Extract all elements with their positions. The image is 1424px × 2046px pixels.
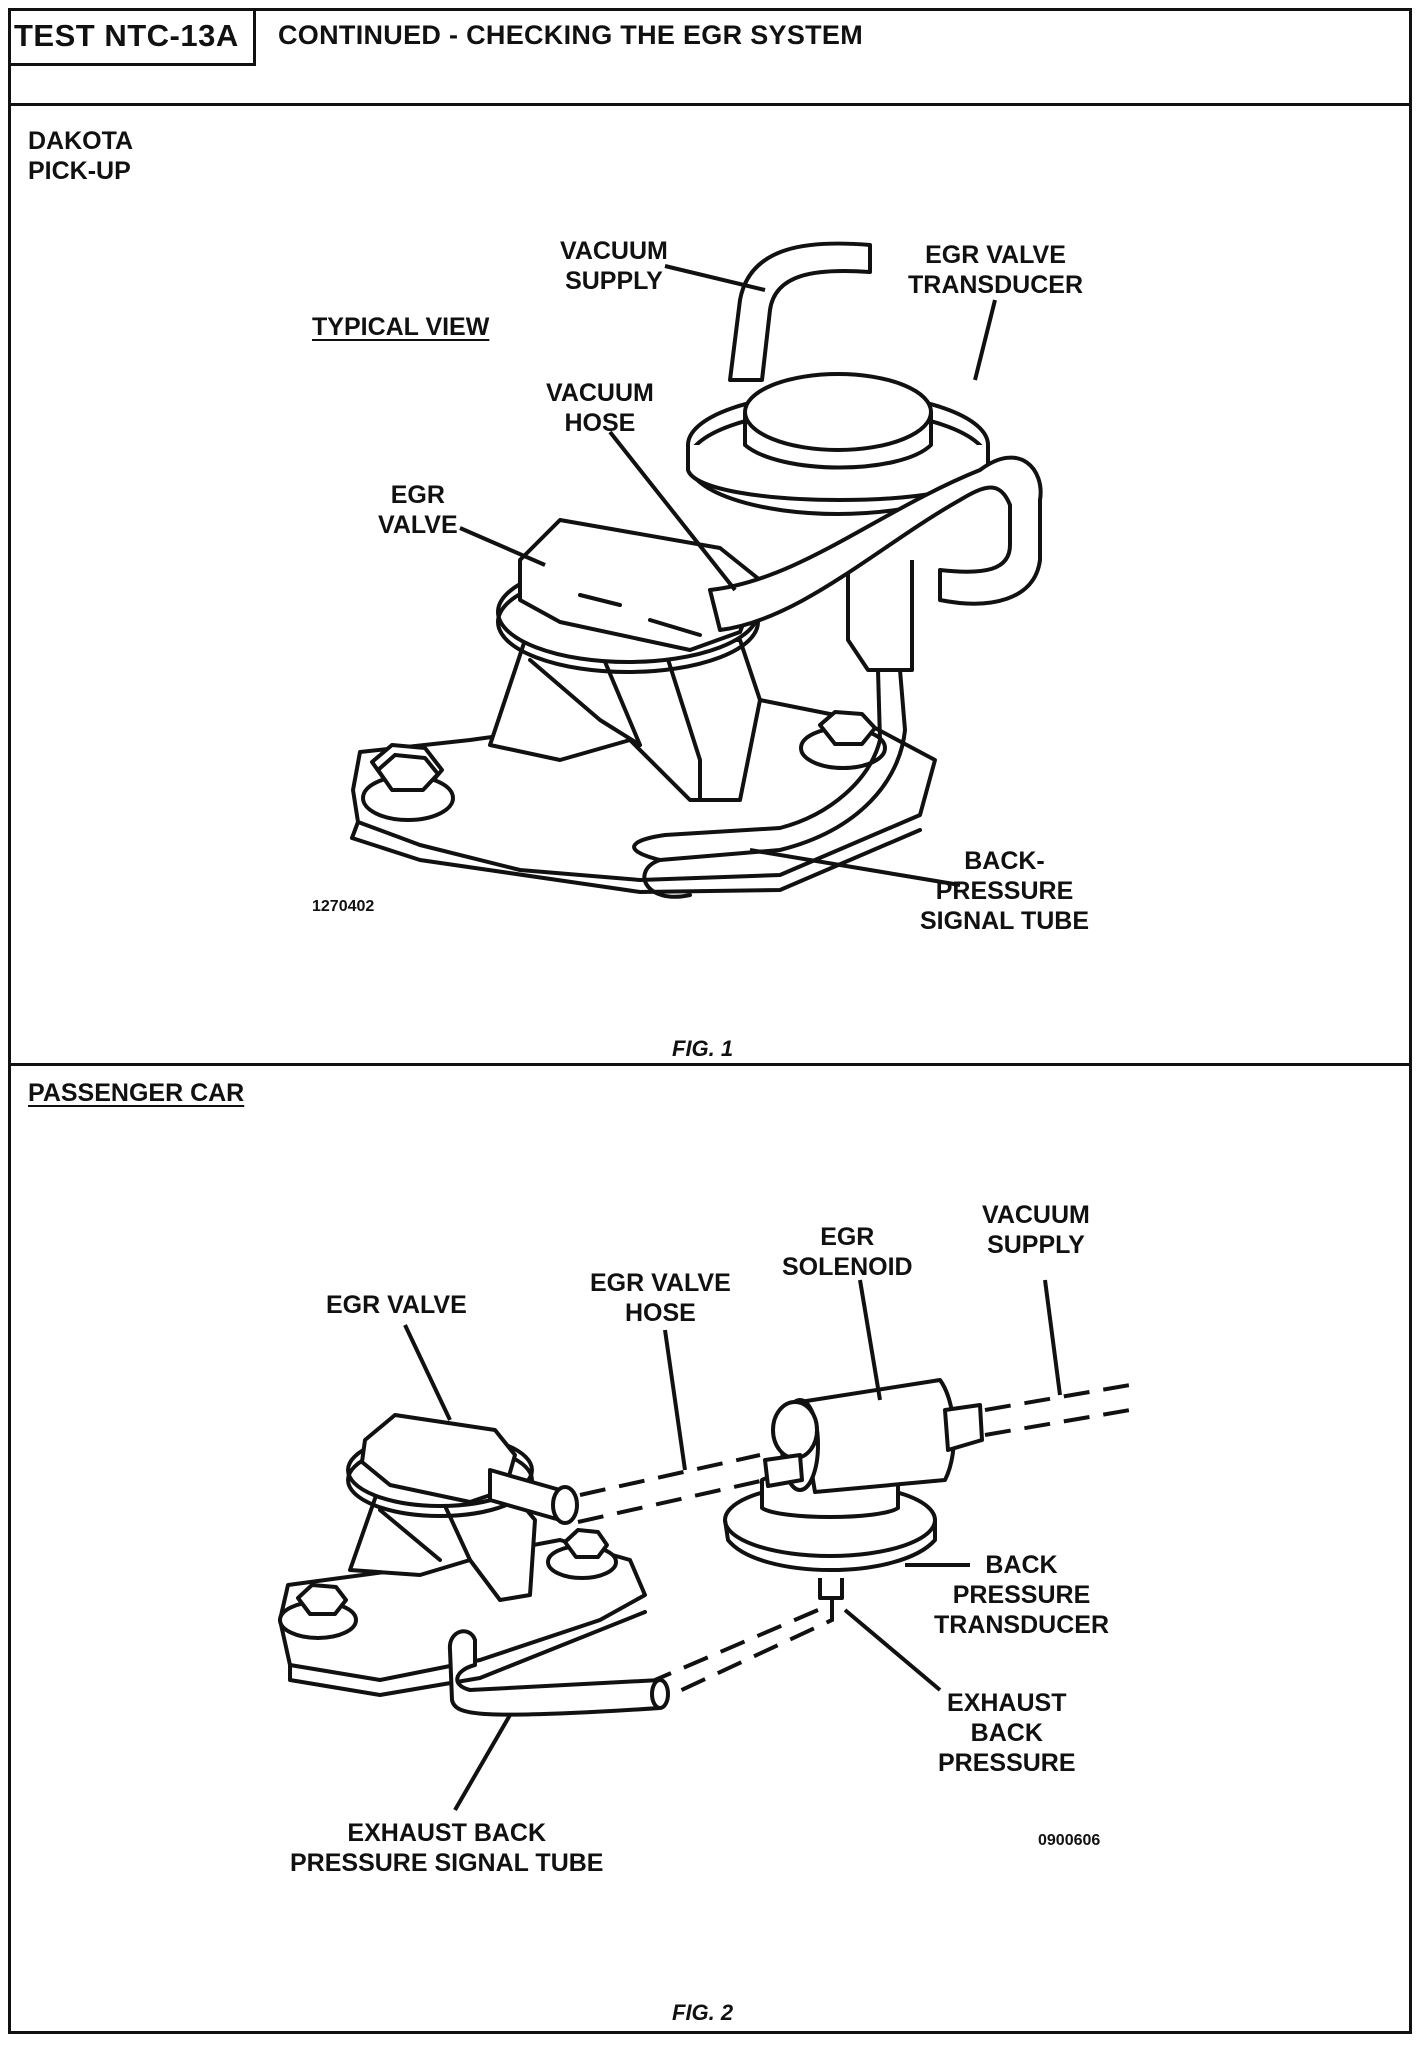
fig1-label-back-pressure-signal-tube: BACK- PRESSURE SIGNAL TUBE	[920, 847, 1089, 935]
header-row: TEST NTC-13A CONTINUED - CHECKING THE EG…	[8, 8, 1412, 106]
fig2-label-egr-valve: EGR VALVE	[326, 1291, 467, 1319]
page-title: CONTINUED - CHECKING THE EGR SYSTEM	[278, 20, 864, 50]
fig2-egr-valve-hose	[579, 1453, 761, 1497]
section-divider	[8, 1063, 1412, 1066]
fig2-label-exhaust-back-pressure-signal-tube: EXHAUST BACK PRESSURE SIGNAL TUBE	[290, 1819, 604, 1877]
fig2-vacuum-supply-hose	[984, 1383, 1131, 1412]
fig2-label-egr-valve-hose: EGR VALVE HOSE	[590, 1269, 731, 1327]
fig1-section-label: DAKOTA PICK-UP	[28, 127, 134, 185]
fig2-label-exhaust-back-pressure: EXHAUST BACK PRESSURE	[938, 1689, 1076, 1777]
fig2-label-back-pressure-transducer: BACK PRESSURE TRANSDUCER	[934, 1551, 1109, 1639]
fig1-valve-body	[488, 638, 762, 802]
test-id: TEST NTC-13A	[8, 8, 256, 66]
fig1-label-vacuum-hose: VACUUM HOSE	[546, 379, 654, 437]
fig1-vacuum-supply-hose	[728, 241, 872, 382]
fig2-label-vacuum-supply: VACUUM SUPPLY	[982, 1201, 1090, 1259]
fig1-part-code: 1270402	[312, 898, 375, 915]
fig2-signal-tube	[447, 1629, 662, 1717]
fig1-label-egr-valve: EGR VALVE	[378, 481, 458, 539]
fig2-egr-solenoid	[798, 1378, 956, 1494]
fig1-caption: FIG. 1	[672, 1036, 734, 1061]
fig1-egr-cap	[518, 518, 762, 652]
fig1-label-egr-valve-transducer: EGR VALVE TRANSDUCER	[908, 241, 1083, 299]
fig1-signal-tube	[632, 668, 907, 862]
fig2-section-label: PASSENGER CAR	[28, 1079, 245, 1107]
fig2-caption: FIG. 2	[672, 2000, 734, 2025]
fig1-label-vacuum-supply: VACUUM SUPPLY	[560, 237, 668, 295]
page-frame	[8, 8, 1412, 2034]
fig1-view-label: TYPICAL VIEW	[312, 313, 490, 341]
fig2-label-egr-solenoid: EGR SOLENOID	[782, 1223, 913, 1281]
fig2-part-code: 0900606	[1038, 1832, 1101, 1849]
fig2-signal-tube-dashed	[659, 1600, 834, 1702]
fig1-vacuum-hose	[708, 455, 1043, 632]
